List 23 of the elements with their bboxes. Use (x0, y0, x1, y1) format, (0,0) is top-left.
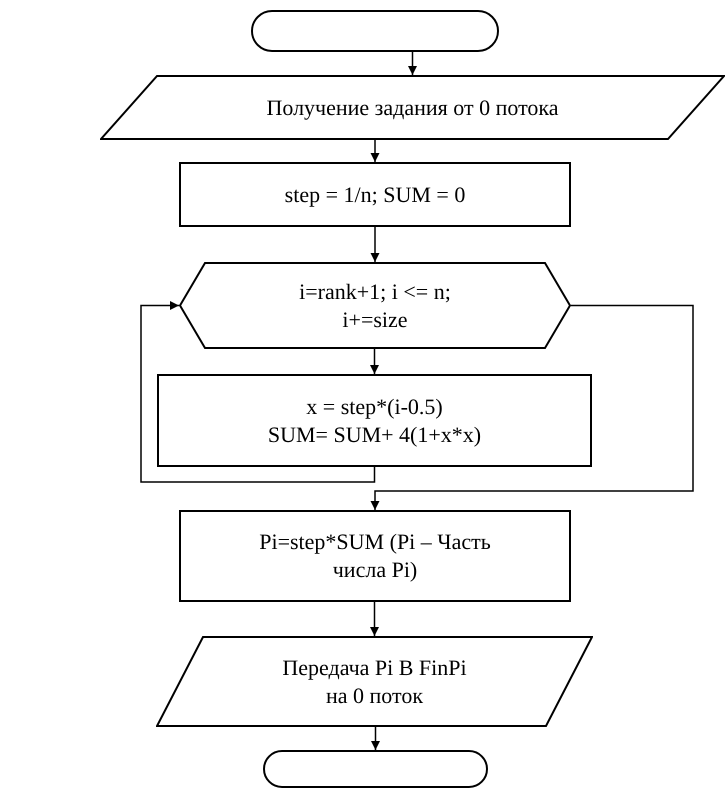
arrow (370, 140, 380, 162)
arrow (140, 301, 376, 483)
input-parallelogram (100, 75, 725, 140)
node-text: x = step*(i-0.5) (306, 392, 443, 420)
arrow (371, 727, 380, 750)
node-text: Передача Pi В FinPi на 0 поток (281, 654, 468, 710)
loop-hexagon (179, 262, 571, 349)
node-text: Pi=step*SUM (Pi – Часть числа Pi) (258, 528, 492, 584)
arrow (408, 52, 417, 75)
arrow (370, 304, 694, 510)
process-box (157, 374, 592, 467)
output-parallelogram (156, 636, 593, 727)
node-text: Получение задания от 0 потока (266, 94, 559, 122)
node-text: SUM= SUM+ 4(1+x*x) (268, 420, 482, 448)
node-text: i=rank+1; i <= n; i+=size (298, 278, 452, 334)
process-box (179, 162, 571, 227)
arrow (370, 227, 380, 262)
arrow (370, 349, 379, 374)
end-terminator (263, 750, 488, 788)
start-terminator (251, 10, 499, 52)
process-box (179, 510, 571, 602)
node-text: step = 1/n; SUM = 0 (284, 180, 466, 208)
arrow (370, 602, 379, 636)
